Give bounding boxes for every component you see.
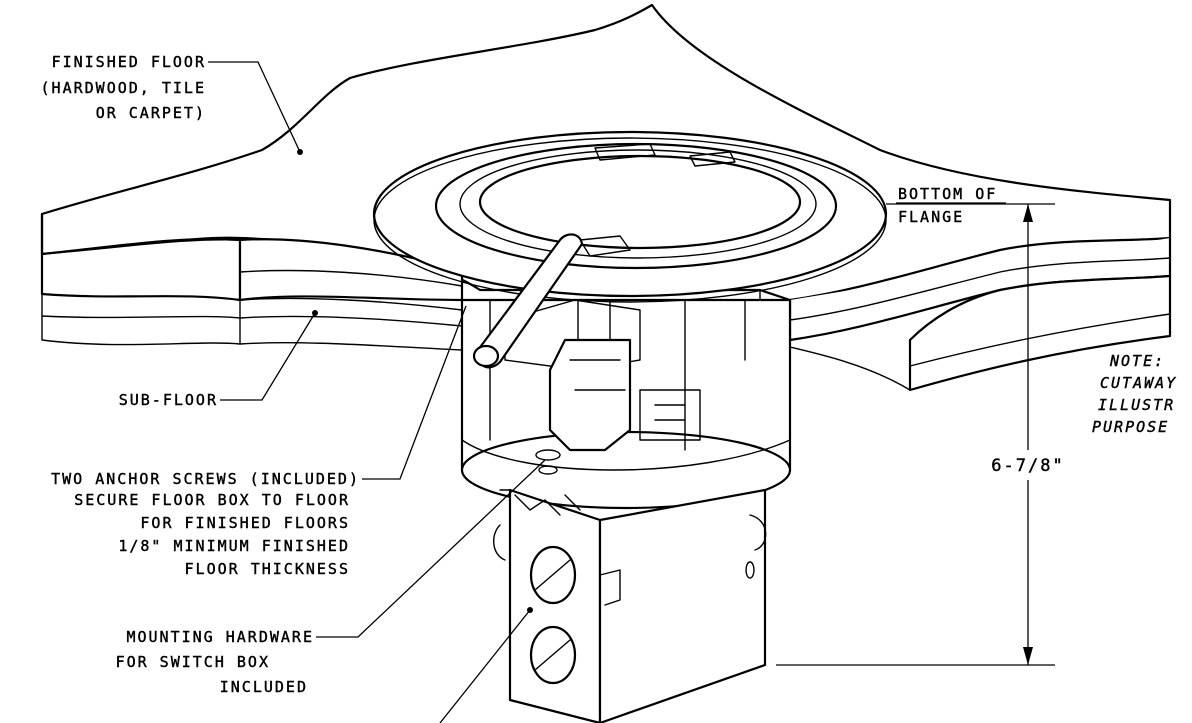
floor-box-body: [460, 298, 792, 510]
bottom-of-flange-line1: BOTTOM OF: [898, 185, 997, 203]
switch-box-dot: [527, 607, 533, 613]
note-line3: ILLUSTR: [1098, 396, 1175, 414]
note-line1: NOTE:: [1109, 352, 1165, 370]
anchor-screws-line1: TWO ANCHOR SCREWS (INCLUDED): [51, 470, 360, 488]
anchor-screws-line2: SECURE FLOOR BOX TO FLOOR: [74, 491, 350, 509]
anchor-screws-line3: FOR FINISHED FLOORS: [140, 514, 350, 532]
anchor-screws-line4: 1/8" MINIMUM FINISHED: [118, 537, 350, 555]
dimension-label: 6-7/8": [991, 456, 1064, 476]
leader-lines: [208, 61, 1075, 723]
finished-floor-dot: [297, 149, 303, 155]
mounting-hardware-label: MOUNTING HARDWARE FOR SWITCH BOX INCLUDE…: [115, 628, 314, 696]
note-label: NOTE: CUTAWAY ILLUSTR PURPOSE: [1092, 352, 1177, 436]
finished-floor-line2: (HARDWOOD, TILE: [41, 79, 206, 97]
mounting-hardware-line2: FOR SWITCH BOX: [116, 653, 270, 671]
flange-lid: [372, 130, 888, 303]
anchor-screws-line5: FLOOR THICKNESS: [185, 560, 350, 578]
power-cord: [472, 233, 584, 369]
note-line4: PURPOSE: [1092, 418, 1169, 436]
finished-floor-line3: OR CARPET): [96, 104, 206, 122]
bottom-of-flange-line2: FLANGE: [898, 208, 964, 226]
dimension-arrow-top: [1023, 204, 1033, 222]
mounting-hardware-line1: MOUNTING HARDWARE: [126, 628, 314, 646]
bottom-of-flange-label: BOTTOM OF FLANGE: [896, 185, 1006, 226]
sub-floor-dot: [312, 310, 318, 316]
sub-floor-label: SUB-FLOOR: [119, 391, 218, 409]
dimension-arrow-bottom: [1023, 647, 1033, 665]
anchor-screws-label: TWO ANCHOR SCREWS (INCLUDED) SECURE FLOO…: [51, 470, 360, 578]
mounting-hardware-line3: INCLUDED: [220, 678, 308, 696]
switch-box: [493, 488, 767, 723]
finished-floor-label: FINISHED FLOOR (HARDWOOD, TILE OR CARPET…: [40, 53, 206, 122]
finished-floor-line1: FINISHED FLOOR: [52, 53, 206, 71]
note-line2: CUTAWAY: [1100, 374, 1177, 392]
